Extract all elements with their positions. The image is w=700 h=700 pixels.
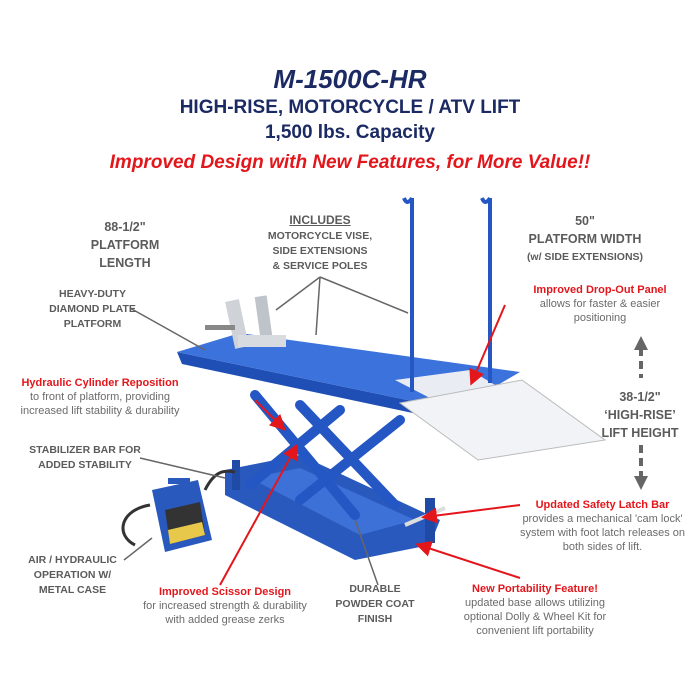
model-title: M-1500C-HR: [273, 64, 427, 94]
callout-line: updated base allows utilizing: [464, 597, 606, 609]
service-poles: [402, 196, 492, 392]
side-extension-ramp: [398, 379, 607, 461]
callout-line: provides a mechanical 'cam lock': [522, 513, 683, 525]
callout-line: STABILIZER BAR FOR: [29, 444, 141, 456]
spec-line: 50": [575, 214, 595, 228]
callout-title: Hydraulic Cylinder Reposition: [21, 377, 179, 389]
callout-line: for increased strength & durability: [143, 600, 307, 612]
spec-line: PLATFORM: [90, 238, 160, 252]
callout-line: POWDER COAT: [335, 598, 415, 610]
spec-line: LIFT HEIGHT: [601, 426, 679, 440]
diamond-plate-callout: HEAVY-DUTY DIAMOND PLATE PLATFORM: [30, 287, 155, 332]
callout-title: Improved Scissor Design: [158, 586, 292, 598]
hydraulic-pump: [121, 469, 236, 552]
callout-line: HEAVY-DUTY: [59, 288, 126, 300]
callout-line: DIAMOND PLATE: [49, 303, 136, 315]
product-name: HIGH-RISE, MOTORCYCLE / ATV LIFT: [179, 97, 521, 118]
air-hydraulic-callout: AIR / HYDRAULIC OPERATION W/ METAL CASE: [20, 553, 125, 598]
callout-line: FINISH: [357, 613, 393, 625]
callout-line: positioning: [573, 312, 627, 324]
drop-out-callout: Improved Drop-Out Panel allows for faste…: [520, 283, 680, 325]
spec-line: & SERVICE POLES: [272, 260, 368, 272]
callout-line: AIR / HYDRAULIC: [28, 554, 117, 566]
callout-line: DURABLE: [349, 583, 401, 595]
callout-line: METAL CASE: [38, 584, 107, 596]
callout-line: OPERATION W/: [33, 569, 112, 581]
callout-line: both sides of lift.: [562, 541, 643, 553]
safety-latch-callout: Updated Safety Latch Bar provides a mech…: [505, 498, 700, 554]
callout-line: increased lift stability & durability: [20, 405, 180, 417]
callout-line: convenient lift portability: [476, 625, 594, 637]
includes-title: INCLUDES: [289, 213, 351, 227]
callout-line: PLATFORM: [63, 318, 122, 330]
callout-line: ADDED STABILITY: [38, 459, 132, 471]
platform-width-label: 50" PLATFORM WIDTH (w/ SIDE EXTENSIONS): [510, 212, 660, 266]
red-arrows: [219, 304, 521, 586]
spec-line: MOTORCYCLE VISE,: [267, 230, 373, 242]
platform: [177, 333, 520, 422]
spec-line: LENGTH: [99, 256, 151, 270]
tagline: Improved Design with New Features, for M…: [109, 152, 591, 173]
callout-title: Updated Safety Latch Bar: [535, 499, 670, 511]
portability-callout: New Portability Feature! updated base al…: [440, 582, 630, 638]
callout-title: Improved Drop-Out Panel: [533, 284, 667, 296]
callout-line: to front of platform, providing: [29, 391, 170, 403]
spec-line: ‘HIGH-RISE’: [604, 408, 676, 422]
callout-line: allows for faster & easier: [539, 298, 661, 310]
capacity: 1,500 lbs. Capacity: [264, 122, 436, 143]
spec-line: (w/ SIDE EXTENSIONS): [526, 251, 644, 263]
leader-lines: [123, 276, 409, 586]
spec-line: 38-1/2": [619, 390, 661, 404]
callout-line: with added grease zerks: [165, 614, 285, 626]
spec-line: SIDE EXTENSIONS: [272, 245, 368, 257]
motorcycle-vise: [205, 295, 286, 349]
hydraulic-cylinder-callout: Hydraulic Cylinder Reposition to front o…: [5, 376, 195, 418]
callout-line: system with foot latch releases on: [519, 527, 686, 539]
includes-label: INCLUDES MOTORCYCLE VISE, SIDE EXTENSION…: [245, 212, 395, 274]
platform-length-label: 88-1/2" PLATFORM LENGTH: [70, 218, 180, 272]
spec-line: 88-1/2": [104, 220, 146, 234]
stabilizer-callout: STABILIZER BAR FOR ADDED STABILITY: [20, 443, 150, 473]
lift-height-label: 38-1/2" ‘HIGH-RISE’ LIFT HEIGHT: [580, 388, 700, 442]
powder-coat-callout: DURABLE POWDER COAT FINISH: [330, 582, 420, 627]
callout-line: optional Dolly & Wheel Kit for: [463, 611, 607, 623]
scissor-callout: Improved Scissor Design for increased st…: [125, 585, 325, 627]
spec-line: PLATFORM WIDTH: [528, 232, 642, 246]
callout-title: New Portability Feature!: [472, 583, 598, 595]
